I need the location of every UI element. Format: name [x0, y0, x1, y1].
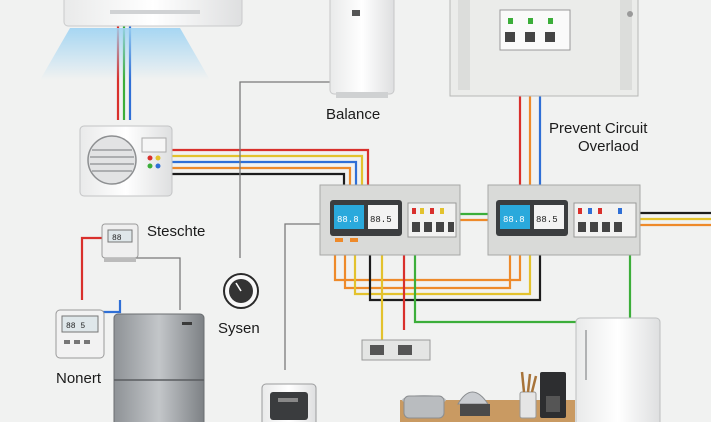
thermostat-top: 88	[101, 223, 139, 262]
right-meter-b: 88.5	[536, 215, 558, 225]
lead-balance	[239, 81, 330, 258]
left-meter-b: 88.5	[370, 215, 392, 225]
left-breakers	[407, 202, 457, 238]
lead-sysen	[284, 223, 320, 370]
wire-black-ac-panel	[170, 172, 346, 200]
wire-orange-loop2	[343, 240, 512, 290]
outlet-strip	[361, 339, 431, 361]
thermostat-top-display: 88	[112, 234, 122, 243]
wire-green-loop	[413, 240, 632, 324]
label-sysen: Sysen	[218, 320, 260, 337]
control-panel-left: 88.8 88.5	[319, 184, 461, 256]
wire-red-ac-panel	[170, 148, 370, 200]
label-nonert: Nonert	[56, 370, 102, 387]
gauge-icon	[223, 273, 259, 309]
tower-unit	[329, 0, 395, 98]
wire-black-loop	[368, 240, 542, 302]
control-panel-right: 88.8 88.5	[487, 184, 641, 256]
right-meter-a: 88.8	[503, 215, 525, 225]
right-breakers	[573, 202, 637, 238]
wire-blue-thermo	[136, 257, 181, 310]
wire-yellow-loop	[353, 240, 532, 296]
thermostat-bottom-display: 88 5	[66, 322, 85, 331]
breaker-box	[449, 0, 639, 97]
toaster-appliance	[261, 383, 317, 422]
refrigerator-right	[575, 317, 661, 422]
left-meter-a: 88.8	[337, 215, 359, 225]
thermostat-bottom: 88 5	[55, 309, 105, 359]
refrigerator-left	[113, 313, 205, 422]
label-steschte: Steschte	[147, 223, 206, 240]
wire-orange-loop1	[333, 240, 522, 282]
label-prevent-line1: Prevent Circuit	[549, 120, 648, 137]
wire-red-thermo	[80, 236, 106, 300]
wire-blue-thermo2	[100, 300, 122, 314]
ac-indoor-unit	[40, 0, 243, 80]
kitchen-counter	[400, 371, 575, 422]
ac-outdoor-unit	[79, 125, 173, 197]
wires	[80, 25, 711, 370]
label-balance: Balance	[326, 106, 381, 123]
label-prevent-line2: Overlaod	[578, 138, 639, 155]
